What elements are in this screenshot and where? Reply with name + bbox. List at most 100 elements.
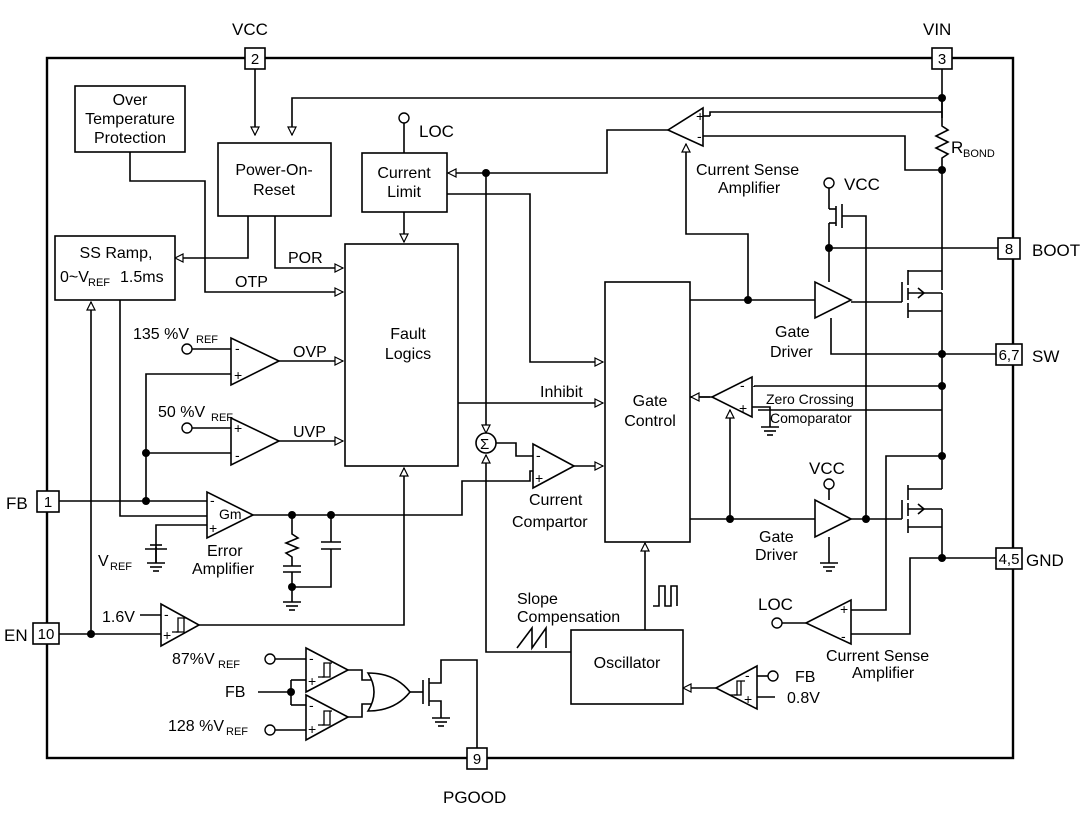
pin-boot-label: BOOT [1032, 241, 1080, 260]
current-comp-label2: Compartor [512, 514, 588, 531]
error-amp-label2: Amplifier [192, 561, 255, 578]
slope-label1: Slope [517, 591, 558, 608]
loc-bottom-label: LOC [758, 595, 793, 614]
pin-fb: FB 1 [6, 490, 60, 513]
otp-line2: Temperature [85, 111, 175, 128]
pin-pgood-label: PGOOD [443, 788, 506, 807]
current-comp-label1: Current [529, 492, 583, 509]
pin-fb-num: 1 [44, 494, 52, 511]
gate-control-line2: Control [624, 413, 676, 430]
pg-low-sub: REF [218, 659, 240, 671]
pin-pgood: 9 PGOOD [443, 747, 506, 807]
gate-driver-bottom-label2: Driver [755, 547, 798, 564]
current-sense-amp-top: + - Current Sense Amplifier [666, 106, 799, 197]
sum-symbol: Σ [480, 436, 489, 453]
csa-bot-plus: + [840, 601, 848, 617]
osc-minus: - [745, 667, 750, 683]
or-gate [366, 672, 412, 712]
summer: Σ [475, 432, 497, 454]
gate-control-line1: Gate [633, 393, 668, 410]
por-block: Power-On- Reset [217, 142, 332, 217]
csa-bottom-label2: Amplifier [852, 665, 915, 682]
pgl-plus: + [308, 673, 316, 689]
error-amp-label1: Error [207, 543, 243, 560]
fault-logic-block: Fault Logics [344, 243, 459, 467]
rbond-sub: BOND [963, 148, 995, 160]
pg-comparator-high: - + [305, 693, 350, 742]
osc-plus: + [744, 691, 752, 707]
slope-label2: Compensation [517, 609, 620, 626]
por-sig-label: POR [288, 250, 323, 267]
zc-minus: - [740, 377, 745, 393]
loc-top-label: LOC [419, 122, 454, 141]
gate-driver-top: Gate Driver [770, 280, 853, 361]
pgl-minus: - [309, 650, 314, 666]
pin-vcc-num: 2 [251, 51, 259, 68]
osc-comparator: - + [714, 664, 758, 711]
uvp-ref-sub: REF [211, 412, 233, 424]
current-sense-amp-bottom: + - Current Sense Amplifier [804, 598, 929, 682]
pin-vcc: VCC 2 [232, 20, 268, 70]
ovp-plus: + [234, 367, 242, 383]
pin-vin: VIN 3 [923, 20, 953, 70]
pin-en: EN 10 [4, 622, 60, 645]
otp-line1: Over [113, 92, 148, 109]
fault-logic-line1: Fault [390, 326, 426, 343]
ss-ramp-block: SS Ramp, 0~V REF 1.5ms [54, 235, 176, 301]
zero-crossing-comparator: - + Zero Crossing Comoparator [710, 375, 854, 426]
ovp-minus: - [235, 340, 240, 356]
en-ref-label: 1.6V [102, 609, 135, 626]
pin-boot: 8 BOOT [997, 237, 1080, 260]
junctions [87, 94, 946, 696]
rbond-main: R [951, 138, 963, 157]
current-comparator: - + Current Compartor [512, 442, 588, 531]
pin-vin-num: 3 [938, 51, 946, 68]
pin-gnd: 4,5 GND [995, 547, 1064, 570]
csa-bot-minus: - [841, 628, 846, 644]
csa-top-label2: Amplifier [718, 180, 781, 197]
osc-ref-label: 0.8V [787, 690, 820, 707]
uvp-minus: - [235, 447, 240, 463]
ea-plus: + [209, 520, 217, 536]
zero-crossing-label2: Comoparator [770, 410, 852, 426]
cc-minus: - [536, 447, 541, 463]
pgh-plus: + [308, 721, 316, 737]
ovp-ref-sub: REF [196, 334, 218, 346]
ss-ramp-line2-sub: REF [88, 277, 110, 289]
wires [59, 69, 998, 748]
chip-outline [45, 56, 1015, 760]
otp-sig-label: OTP [235, 274, 268, 291]
ea-minus: - [210, 492, 215, 508]
por-line2: Reset [253, 182, 295, 199]
vcc-mid-label: VCC [809, 459, 845, 478]
vref-main: V [98, 553, 109, 570]
pin-gnd-num: 4,5 [999, 551, 1020, 568]
csa-top-label1: Current Sense [696, 162, 799, 179]
pin-sw-num: 6,7 [999, 347, 1020, 364]
en-plus: + [163, 627, 171, 643]
uvp-ref-label: 50 %V [158, 404, 205, 421]
gm-label: Gm [219, 506, 242, 522]
uvp-plus: + [234, 420, 242, 436]
otp-line3: Protection [94, 130, 166, 147]
ovp-comparator: - + [230, 336, 281, 387]
ss-ramp-line2b: 1.5ms [120, 269, 164, 286]
current-limit-line1: Current [377, 165, 431, 182]
pgh-minus: - [309, 697, 314, 713]
ovp-sig-label: OVP [293, 344, 327, 361]
csa-top-minus: - [697, 128, 702, 144]
zero-crossing-label1: Zero Crossing [766, 391, 854, 407]
oscillator-block: Oscillator [570, 629, 684, 705]
en-comparator: - + [160, 602, 201, 648]
current-limit-line2: Limit [387, 184, 421, 201]
inhibit-sig-label: Inhibit [540, 384, 583, 401]
pg-fb-label: FB [225, 684, 245, 701]
gate-driver-top-label1: Gate [775, 324, 810, 341]
oscillator-label: Oscillator [594, 655, 661, 672]
uvp-sig-label: UVP [293, 424, 326, 441]
fault-logic-line2: Logics [385, 346, 431, 363]
pin-en-num: 10 [38, 626, 55, 643]
ss-ramp-line1: SS Ramp, [80, 245, 153, 262]
current-limit-block: Current Limit [361, 152, 448, 213]
